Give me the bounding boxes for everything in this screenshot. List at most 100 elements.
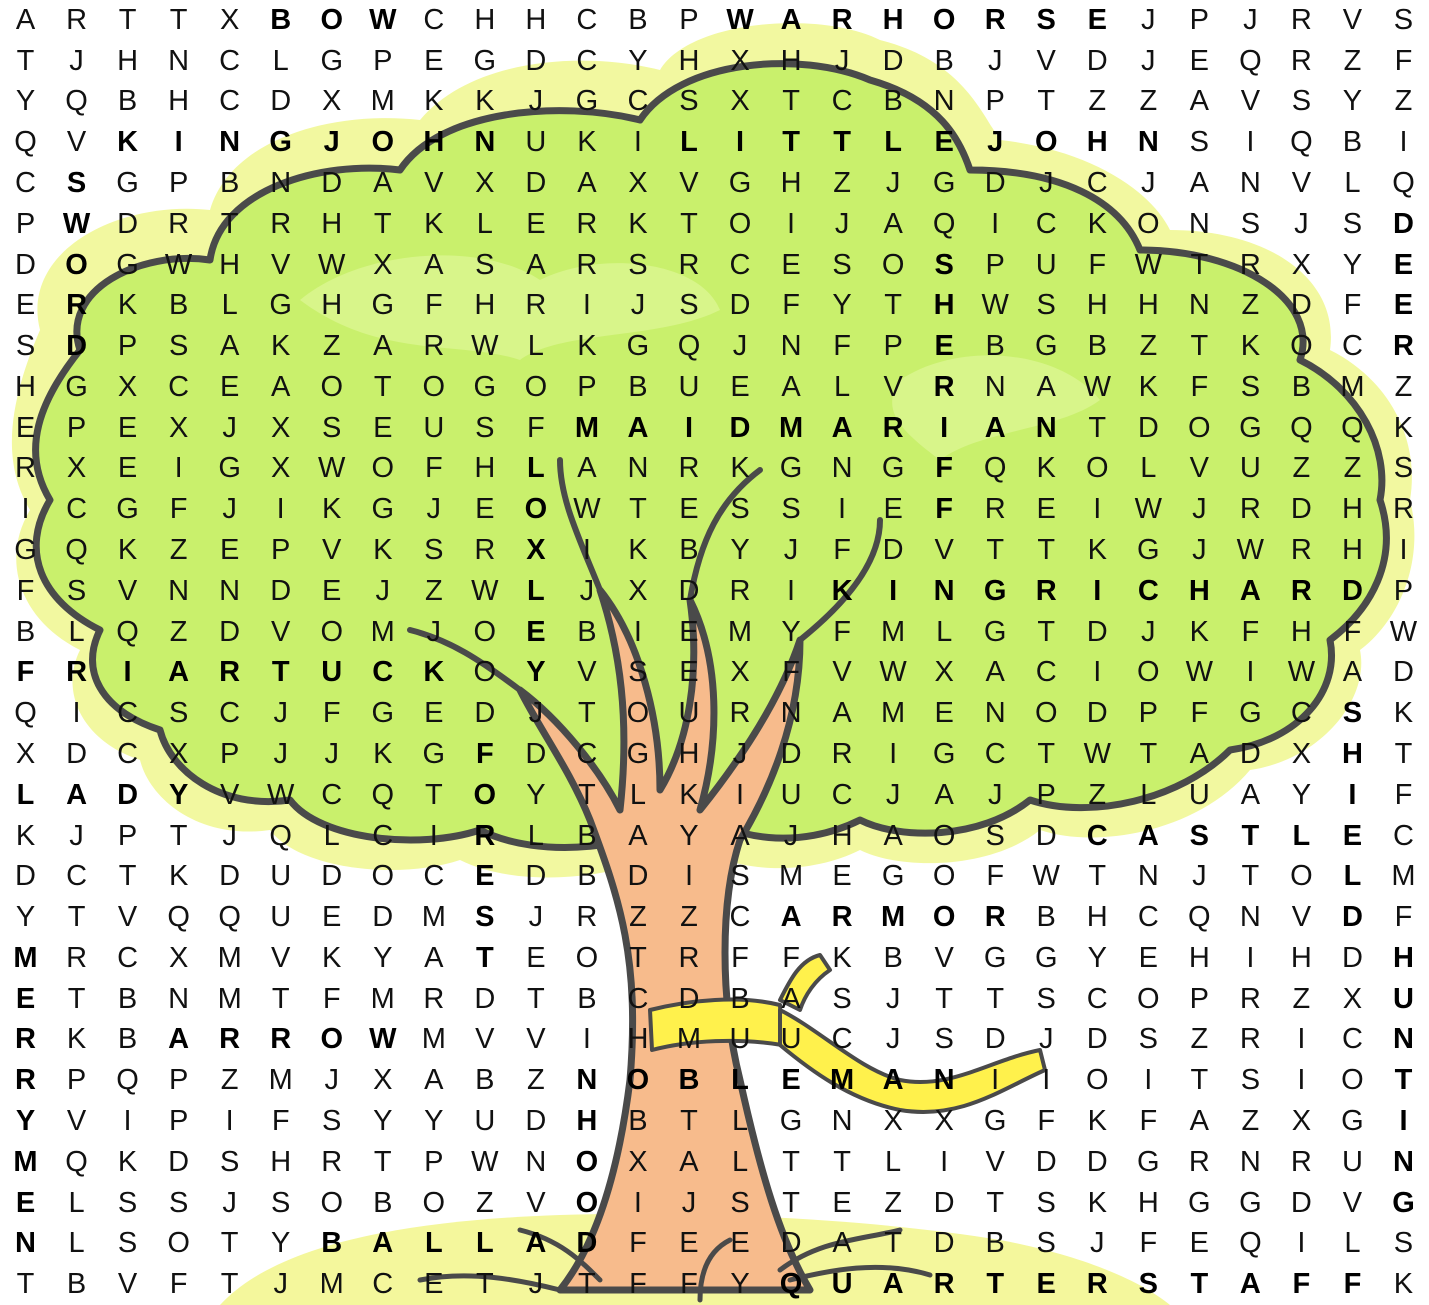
grid-letter[interactable]: T	[986, 534, 1005, 567]
grid-letter[interactable]: I	[174, 452, 183, 485]
grid-letter[interactable]: A	[780, 3, 802, 36]
grid-letter[interactable]: W	[726, 3, 754, 36]
grid-letter[interactable]: T	[271, 656, 290, 689]
grid-letter[interactable]: U	[780, 778, 802, 811]
grid-letter[interactable]: S	[1393, 452, 1414, 485]
grid-letter[interactable]: I	[684, 860, 693, 893]
grid-letter[interactable]: D	[474, 982, 496, 1015]
grid-letter[interactable]: E	[15, 289, 36, 322]
grid-letter[interactable]: T	[782, 1186, 800, 1219]
grid-letter[interactable]: D	[525, 737, 547, 770]
grid-letter[interactable]: G	[116, 167, 139, 200]
grid-letter[interactable]: J	[1038, 167, 1054, 200]
grid-letter[interactable]: U	[270, 901, 292, 934]
grid-letter[interactable]: A	[577, 452, 597, 485]
grid-letter[interactable]: M	[881, 697, 906, 730]
grid-letter[interactable]: X	[526, 534, 546, 567]
grid-letter[interactable]: J	[783, 819, 799, 852]
grid-letter[interactable]: F	[986, 860, 1005, 893]
grid-letter[interactable]: C	[1035, 207, 1057, 240]
grid-letter[interactable]: Y	[781, 615, 801, 648]
grid-letter[interactable]: P	[271, 534, 291, 567]
grid-letter[interactable]: C	[984, 737, 1006, 770]
grid-letter[interactable]: A	[168, 656, 190, 689]
grid-letter[interactable]: O	[932, 860, 956, 893]
grid-letter[interactable]: G	[1034, 330, 1058, 363]
grid-letter[interactable]: F	[1394, 901, 1413, 934]
grid-letter[interactable]: H	[1086, 289, 1108, 322]
grid-letter[interactable]: K	[117, 534, 138, 567]
grid-letter[interactable]: R	[66, 941, 88, 974]
grid-letter[interactable]: Q	[65, 85, 88, 118]
grid-letter[interactable]: E	[1342, 819, 1363, 852]
grid-letter[interactable]: X	[1342, 982, 1363, 1015]
grid-letter[interactable]: S	[1189, 126, 1209, 159]
grid-letter[interactable]: U	[1188, 778, 1210, 811]
grid-letter[interactable]: N	[780, 697, 802, 730]
grid-letter[interactable]: H	[1137, 1186, 1159, 1219]
grid-letter[interactable]: Z	[1241, 289, 1260, 322]
grid-letter[interactable]: K	[373, 737, 393, 770]
grid-letter[interactable]: F	[16, 656, 35, 689]
grid-letter[interactable]: T	[1241, 860, 1260, 893]
grid-letter[interactable]: G	[983, 1104, 1007, 1137]
grid-letter[interactable]: D	[780, 737, 802, 770]
grid-letter[interactable]: R	[1188, 1145, 1210, 1178]
grid-letter[interactable]: T	[680, 207, 698, 240]
grid-letter[interactable]: T	[220, 207, 239, 240]
grid-letter[interactable]: C	[576, 44, 598, 77]
grid-letter[interactable]: E	[15, 411, 36, 444]
grid-letter[interactable]: B	[577, 819, 597, 852]
grid-letter[interactable]: I	[991, 207, 1000, 240]
grid-letter[interactable]: F	[424, 452, 443, 485]
grid-letter[interactable]: T	[1190, 330, 1209, 363]
grid-letter[interactable]: K	[117, 1145, 138, 1178]
grid-letter[interactable]: N	[270, 167, 292, 200]
grid-letter[interactable]: T	[527, 982, 545, 1015]
grid-letter[interactable]: X	[1291, 1104, 1312, 1137]
grid-letter[interactable]: I	[1093, 574, 1102, 607]
grid-letter[interactable]: G	[728, 167, 752, 200]
grid-letter[interactable]: S	[1240, 207, 1261, 240]
grid-letter[interactable]: V	[577, 656, 597, 689]
grid-letter[interactable]: T	[118, 3, 137, 36]
grid-letter[interactable]: O	[167, 1227, 190, 1260]
grid-letter[interactable]: C	[321, 778, 343, 811]
grid-letter[interactable]: N	[576, 1064, 598, 1097]
grid-letter[interactable]: F	[1292, 1268, 1311, 1301]
grid-letter[interactable]: I	[991, 1064, 1000, 1097]
grid-letter[interactable]: L	[68, 615, 85, 648]
grid-letter[interactable]: Z	[680, 901, 698, 934]
grid-letter[interactable]: V	[934, 941, 954, 974]
grid-letter[interactable]: H	[1341, 737, 1363, 770]
grid-letter[interactable]: H	[1290, 941, 1312, 974]
grid-letter[interactable]: W	[1083, 370, 1111, 403]
grid-letter[interactable]: C	[168, 370, 190, 403]
grid-letter[interactable]: I	[1297, 1227, 1306, 1260]
grid-letter[interactable]: M	[1340, 370, 1365, 403]
grid-letter[interactable]: F	[1037, 1104, 1056, 1137]
grid-letter[interactable]: T	[67, 901, 86, 934]
grid-letter[interactable]: E	[526, 615, 546, 648]
grid-letter[interactable]: R	[1392, 330, 1414, 363]
grid-letter[interactable]: S	[322, 1104, 342, 1137]
grid-letter[interactable]: T	[220, 1268, 239, 1301]
grid-letter[interactable]: Z	[527, 1064, 545, 1097]
grid-letter[interactable]: V	[985, 1145, 1005, 1178]
grid-letter[interactable]: E	[424, 697, 444, 730]
grid-letter[interactable]: P	[1036, 778, 1056, 811]
grid-letter[interactable]: O	[1188, 411, 1211, 444]
grid-letter[interactable]: A	[373, 167, 393, 200]
grid-letter[interactable]: I	[735, 126, 745, 159]
grid-letter[interactable]: T	[16, 1268, 35, 1301]
grid-letter[interactable]: J	[324, 737, 339, 770]
grid-letter[interactable]: N	[1392, 1145, 1414, 1178]
grid-letter[interactable]: E	[1036, 493, 1056, 526]
grid-letter[interactable]: H	[219, 248, 241, 281]
grid-letter[interactable]: V	[117, 1268, 138, 1301]
grid-letter[interactable]: I	[940, 411, 949, 444]
grid-letter[interactable]: H	[474, 452, 496, 485]
grid-letter[interactable]: S	[1240, 370, 1261, 403]
grid-letter[interactable]: D	[1137, 411, 1159, 444]
grid-letter[interactable]: X	[730, 656, 750, 689]
